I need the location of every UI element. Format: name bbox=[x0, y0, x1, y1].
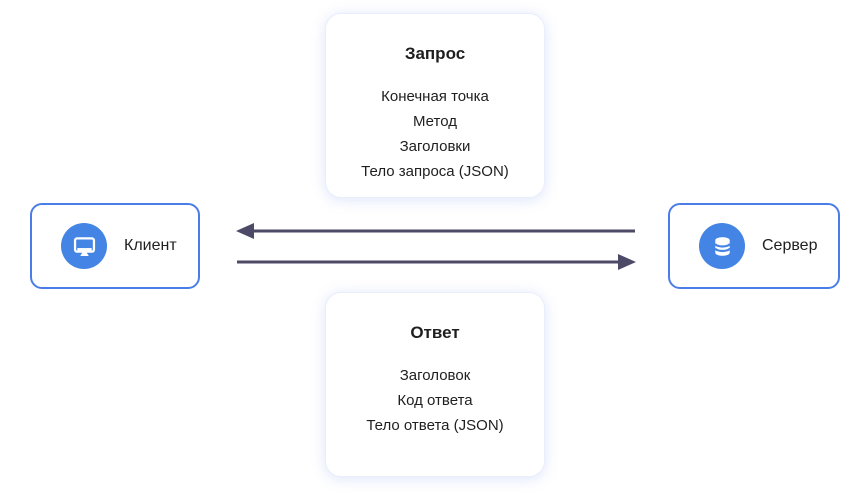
response-item: Заголовок bbox=[399, 367, 471, 384]
response-card-items: Заголовок Код ответа Тело ответа (JSON) bbox=[326, 363, 544, 438]
request-item: Заголовки bbox=[399, 138, 471, 155]
client-label: Клиент bbox=[124, 237, 177, 254]
server-node: Сервер bbox=[668, 203, 840, 289]
request-card-items: Конечная точка Метод Заголовки Тело запр… bbox=[326, 84, 544, 184]
request-item: Метод bbox=[413, 113, 457, 130]
response-item: Тело ответа (JSON) bbox=[366, 417, 504, 434]
client-node: Клиент bbox=[30, 203, 200, 289]
monitor-icon bbox=[61, 223, 107, 269]
arrow-server-to-client-icon bbox=[236, 223, 635, 239]
database-icon bbox=[699, 223, 745, 269]
response-item: Код ответа bbox=[397, 392, 473, 409]
request-card: Запрос Конечная точка Метод Заголовки Те… bbox=[325, 13, 545, 198]
response-card: Ответ Заголовок Код ответа Тело ответа (… bbox=[325, 292, 545, 477]
response-card-title: Ответ bbox=[410, 323, 460, 342]
request-item: Конечная точка bbox=[381, 88, 489, 105]
arrow-client-to-server-icon bbox=[237, 254, 636, 270]
server-label: Сервер bbox=[762, 237, 818, 254]
request-card-title: Запрос bbox=[404, 44, 466, 63]
request-item: Тело запроса (JSON) bbox=[361, 163, 509, 180]
